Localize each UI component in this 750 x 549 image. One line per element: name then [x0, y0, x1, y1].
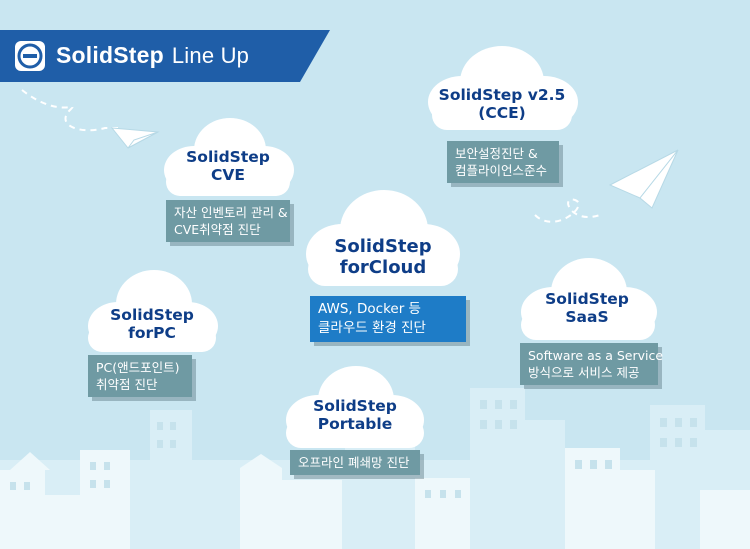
cloud-saas	[521, 258, 657, 340]
product-desc-forpc: PC(앤드포인트)취약점 진단	[88, 355, 192, 397]
paper-plane-right-icon	[608, 149, 679, 209]
product-desc-cve: 자산 인벤토리 관리 &CVE취약점 진단	[166, 200, 290, 242]
product-desc-portable: 오프라인 폐쇄망 진단	[290, 450, 420, 475]
product-title-cce: SolidStep v2.5(CCE)	[438, 86, 566, 123]
cloud-cve	[164, 118, 294, 196]
cloud-portable	[286, 366, 424, 448]
page-title: SolidStep Line Up	[56, 42, 249, 69]
dashed-trail-left	[21, 89, 118, 132]
header-banner	[0, 30, 330, 82]
paper-plane-left-icon	[110, 127, 160, 149]
cloud-forcloud	[306, 190, 460, 286]
cloud-forpc	[88, 270, 218, 352]
product-desc-cce: 보안설정진단 &컴플라이언스준수	[447, 141, 559, 183]
title-subtitle: Line Up	[171, 43, 250, 68]
solidstep-logo-icon	[15, 41, 45, 71]
dashed-trail-right	[534, 198, 601, 223]
brand-name: SolidStep	[56, 42, 164, 68]
cloud-cce	[428, 46, 578, 130]
